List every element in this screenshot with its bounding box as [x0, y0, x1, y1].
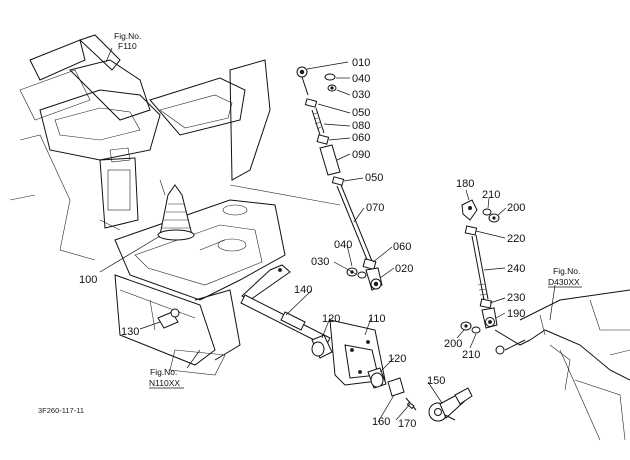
fig-ref-f110-number: F110: [118, 41, 137, 51]
part-label-030-lower: 030: [311, 256, 329, 268]
drawing-code: 3F260-117-11: [38, 406, 84, 415]
part-label-120-upper: 120: [322, 313, 340, 325]
transmission-casing: [519, 289, 630, 441]
fig-ref-f110: Fig.No. F110: [114, 31, 141, 51]
tractor-frame: [9, 34, 341, 376]
part-label-170: 170: [398, 418, 416, 430]
lever-150: [428, 387, 473, 422]
right-rod-assembly: [460, 199, 531, 355]
part-label-090: 090: [352, 149, 370, 161]
part-label-230: 230: [507, 292, 525, 304]
shift-lever-boot: [157, 184, 195, 241]
fig-ref-d430: Fig.No. D430XX: [548, 266, 582, 288]
fig-ref-n110: Fig.No. N110XX: [149, 367, 184, 389]
part-label-130: 130: [121, 326, 139, 338]
part-label-040-upper: 040: [352, 73, 370, 85]
part-label-070: 070: [366, 202, 384, 214]
part-label-060-upper: 060: [352, 132, 370, 144]
fig-ref-d430-label: Fig.No.: [553, 266, 580, 276]
part-label-180: 180: [456, 178, 474, 190]
part-label-210-upper: 210: [482, 189, 500, 201]
part-label-210-lower: 210: [462, 349, 480, 361]
part-label-200-lower: 200: [444, 338, 462, 350]
shift-arm: [157, 264, 331, 347]
part-label-160: 160: [372, 416, 390, 428]
part-label-220: 220: [507, 233, 525, 245]
part-label-050-upper: 050: [352, 107, 370, 119]
fig-ref-n110-number: N110XX: [149, 378, 180, 388]
part-label-020: 020: [395, 263, 413, 275]
part-label-140: 140: [294, 284, 312, 296]
part-label-050-lower: 050: [365, 172, 383, 184]
part-label-080: 080: [352, 120, 370, 132]
leader-lines: [99, 47, 556, 423]
fig-ref-f110-label: Fig.No.: [114, 31, 141, 41]
part-label-110: 110: [368, 313, 386, 325]
part-label-030-upper: 030: [352, 89, 370, 101]
part-label-150: 150: [427, 375, 445, 387]
part-label-120-lower: 120: [388, 353, 406, 365]
linkage-rod-assembly: [296, 66, 383, 291]
part-label-240: 240: [507, 263, 525, 275]
part-label-060-lower: 060: [393, 241, 411, 253]
part-label-100: 100: [79, 274, 97, 286]
bracket-assembly: [311, 319, 417, 411]
part-label-200-upper: 200: [507, 202, 525, 214]
part-labels: 010 040 030 050 080 060 090 050 070 040 …: [79, 57, 525, 430]
fig-ref-d430-number: D430XX: [548, 277, 580, 287]
part-label-010: 010: [352, 57, 370, 69]
part-label-040-lower: 040: [334, 239, 352, 251]
fig-ref-n110-label: Fig.No.: [150, 367, 177, 377]
part-label-190: 190: [507, 308, 525, 320]
